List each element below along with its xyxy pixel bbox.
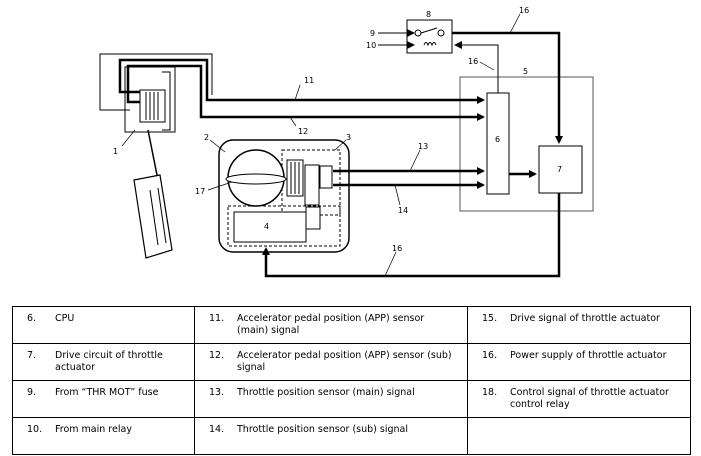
label-1: 1	[113, 147, 118, 156]
legend-num: 18.	[482, 387, 498, 398]
label-7: 7	[557, 165, 562, 174]
label-4: 4	[264, 222, 269, 231]
label-17: 17	[195, 187, 205, 196]
legend-text: From main relay	[55, 424, 132, 435]
legend-text: From “THR MOT” fuse	[55, 387, 159, 398]
legend-num: 16.	[482, 350, 498, 361]
legend-cell: 11. Accelerator pedal position (APP) sens…	[194, 306, 468, 344]
ecm-box	[459, 76, 594, 212]
legend-row: 10. From main relay 14. Throttle position …	[12, 417, 691, 455]
legend-row: 6. CPU 11. Accelerator pedal position (APP…	[12, 306, 691, 344]
label-16-relay: 16	[468, 57, 478, 66]
legend-text: Control signal of throttle actuator cont…	[510, 387, 669, 410]
label-2: 2	[204, 133, 209, 142]
legend-cell: 10. From main relay	[12, 417, 195, 455]
legend-text: Throttle position sensor (main) signal	[237, 387, 415, 398]
legend-num: 9.	[27, 387, 37, 398]
legend-num: 15.	[482, 313, 498, 324]
legend-text: Drive signal of throttle actuator	[510, 313, 660, 324]
throttle-control-diagram: 1 2 3 4 5 6 7 8 9 10 11 12 13 14 16 16 1…	[99, 6, 594, 278]
label-5: 5	[523, 67, 528, 76]
legend-cell: 18. Control signal of throttle actuator c…	[467, 380, 691, 418]
legend-text: CPU	[55, 313, 75, 324]
legend-num: 11.	[209, 313, 225, 324]
legend-cell: 14. Throttle position sensor (sub) signal	[194, 417, 468, 455]
legend-cell: 7. Drive circuit of throttle actuator	[12, 343, 195, 381]
legend-text: Accelerator pedal position (APP) sensor …	[237, 350, 452, 373]
legend-cell: 16. Power supply of throttle actuator	[467, 343, 691, 381]
label-16-bottom: 16	[392, 244, 402, 253]
legend-cell: 13. Throttle position sensor (main) signa…	[194, 380, 468, 418]
label-3: 3	[346, 133, 351, 142]
label-9: 9	[370, 29, 375, 38]
legend-num: 13.	[209, 387, 225, 398]
label-16-top: 16	[519, 6, 529, 15]
drive-circuit-block	[538, 145, 583, 194]
label-13: 13	[418, 142, 428, 151]
label-6: 6	[495, 135, 500, 144]
legend-row: 7. Drive circuit of throttle actuator 12.…	[12, 343, 691, 381]
legend-text: Accelerator pedal position (APP) sensor …	[237, 313, 425, 336]
legend-cell: 6. CPU	[12, 306, 195, 344]
label-14: 14	[398, 206, 408, 215]
legend-text: Drive circuit of throttle actuator	[55, 350, 163, 373]
relay-block	[406, 19, 453, 54]
legend-text: Throttle position sensor (sub) signal	[237, 424, 408, 435]
label-8: 8	[426, 10, 431, 19]
legend-cell: 9. From “THR MOT” fuse	[12, 380, 195, 418]
throttle-body	[218, 139, 350, 253]
legend-num: 6.	[27, 313, 37, 324]
accelerator-pedal	[124, 66, 176, 259]
legend-row: 9. From “THR MOT” fuse 13. Throttle positi…	[12, 380, 691, 418]
label-12: 12	[298, 127, 308, 136]
legend-cell	[467, 417, 691, 455]
legend-cell: 12. Accelerator pedal position (APP) sens…	[194, 343, 468, 381]
legend-num: 7.	[27, 350, 37, 361]
label-11: 11	[304, 76, 314, 85]
legend-num: 12.	[209, 350, 225, 361]
label-10: 10	[366, 41, 376, 50]
legend-text: Power supply of throttle actuator	[510, 350, 667, 361]
legend-table: 6. CPU 11. Accelerator pedal position (APP…	[12, 306, 691, 455]
legend-cell: 15. Drive signal of throttle actuator	[467, 306, 691, 344]
legend-num: 14.	[209, 424, 225, 435]
legend-num: 10.	[27, 424, 43, 435]
